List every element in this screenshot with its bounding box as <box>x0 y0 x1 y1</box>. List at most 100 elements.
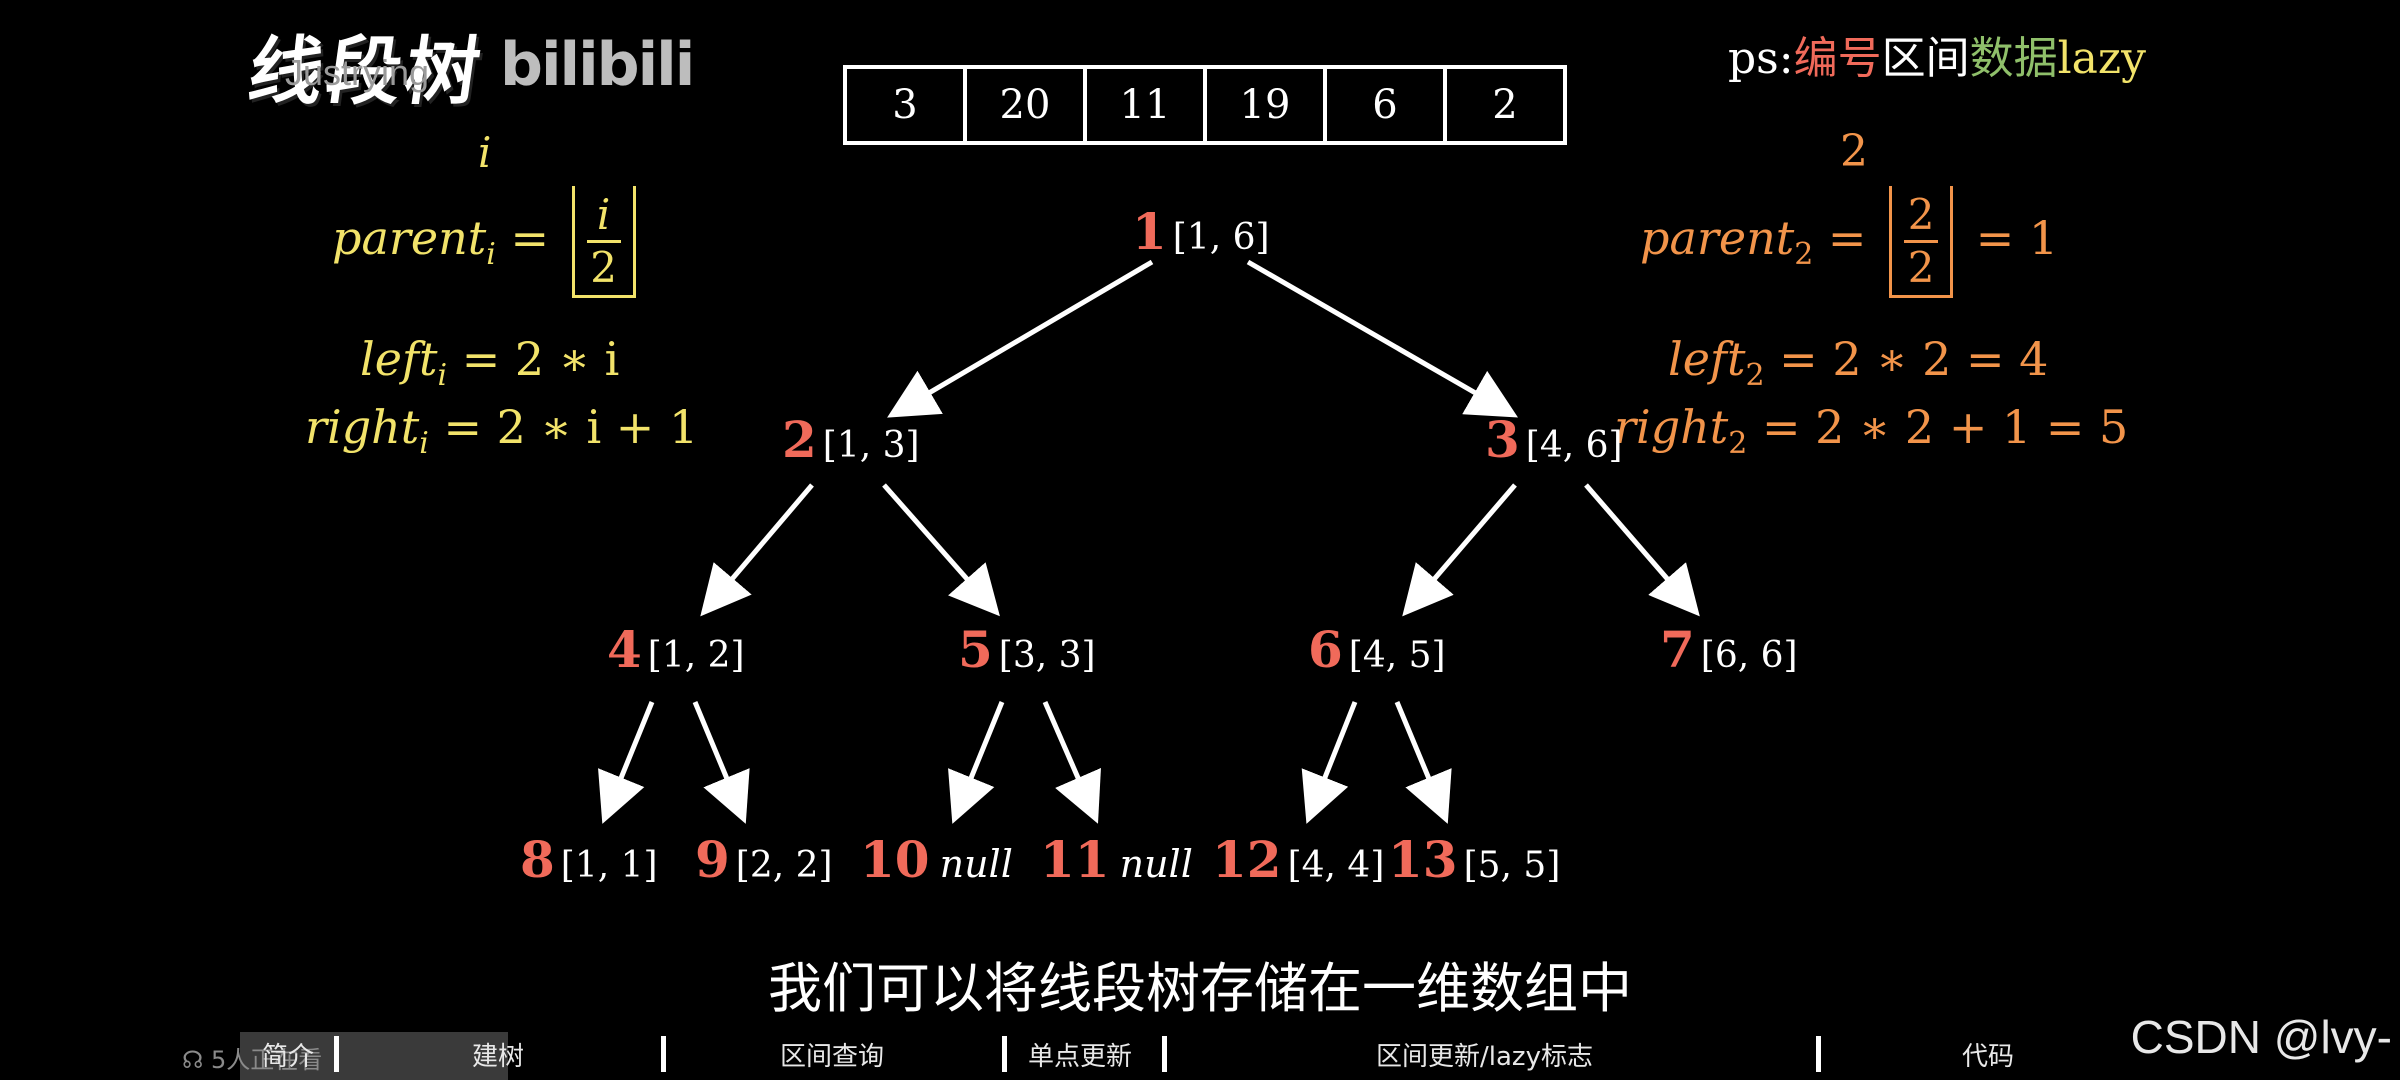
uploader-name: Justrying <box>285 52 430 93</box>
parent-result: = 1 <box>1975 211 2059 265</box>
node-range: [4, 6] <box>1525 425 1623 466</box>
floor-bracket: i 2 <box>571 186 636 298</box>
parent-sub: 2 <box>1794 237 1814 273</box>
chapter-intro[interactable]: 简介 <box>262 1042 315 1072</box>
chapter-divider <box>1162 1036 1167 1072</box>
tree-node-12: 12[4, 4] <box>1212 830 1384 889</box>
video-subtitle: 我们可以将线段树存储在一维数组中 <box>768 957 1632 1020</box>
array-cell: 2 <box>1492 82 1518 128</box>
formula-right-example: right2 = 2 ∗ 2 + 1 = 5 <box>1614 400 2128 461</box>
color-legend: ps:编号区间数据lazy <box>1728 22 2146 86</box>
tree-node-1: 1[1, 6] <box>1132 202 1270 261</box>
tree-node-9: 9[2, 2] <box>695 830 833 889</box>
right-sub: i <box>419 426 429 462</box>
chapter-code[interactable]: 代码 <box>1962 1042 2015 1072</box>
fraction-denominator: 2 <box>1907 243 1935 292</box>
fraction: 2 2 <box>1904 190 1939 293</box>
left-rhs: = 2 ∗ i <box>461 332 620 386</box>
chapter-point-update[interactable]: 单点更新 <box>1028 1042 1133 1072</box>
array-display: 3 20 11 19 6 2 <box>843 65 1567 145</box>
left-rhs: = 2 ∗ 2 = 4 <box>1779 332 2049 386</box>
viewer-count-text: 5人正在看 <box>210 1046 323 1074</box>
node-id: 12 <box>1212 830 1282 889</box>
node-range: [1, 3] <box>822 425 920 466</box>
node-id: 6 <box>1308 620 1343 679</box>
node-range: null <box>1119 842 1193 886</box>
edge-2-5 <box>882 483 1000 617</box>
legend-item-range: 区间 <box>1881 33 1970 84</box>
right-label: right <box>1614 400 1729 454</box>
node-id: 1 <box>1132 202 1167 261</box>
array-cell: 11 <box>1087 69 1207 141</box>
legend-item-id: 编号 <box>1793 33 1882 84</box>
chapter-divider <box>1002 1036 1007 1072</box>
person-icon: ☊ <box>182 1046 204 1074</box>
bilibili-logo: bilibili <box>500 30 695 100</box>
tree-node-8: 8[1, 1] <box>520 830 658 889</box>
edge-1-3 <box>1246 259 1518 418</box>
node-range: null <box>939 842 1013 886</box>
fraction-numerator: i <box>596 190 611 239</box>
node-range: [5, 5] <box>1463 845 1561 886</box>
left-label: left <box>1668 332 1746 386</box>
left-sub: i <box>437 358 448 394</box>
tree-node-4: 4[1, 2] <box>607 620 745 679</box>
csdn-watermark: CSDN @lvy- <box>2130 1011 2392 1063</box>
tree-node-7: 7[6, 6] <box>1660 620 1798 679</box>
node-id: 2 <box>782 410 817 469</box>
formula-left-general: lefti = 2 ∗ i <box>360 332 619 393</box>
node-id: 11 <box>1040 830 1110 889</box>
chapter-range-query[interactable]: 区间查询 <box>780 1042 885 1072</box>
legend-item-data: 数据 <box>1969 33 2058 84</box>
formula-left-example: left2 = 2 ∗ 2 = 4 <box>1668 332 2048 393</box>
edge-3-6 <box>1402 483 1517 617</box>
edge-4-8 <box>598 701 655 824</box>
node-range: [1, 6] <box>1172 217 1270 258</box>
parent-label: parent <box>1640 211 1795 265</box>
node-id: 13 <box>1388 830 1458 889</box>
node-id: 10 <box>860 830 930 889</box>
array-cell: 20 <box>967 69 1087 141</box>
parent-label: parent <box>332 211 487 265</box>
edge-1-2 <box>887 259 1154 418</box>
left-label: left <box>360 332 438 386</box>
formula-parent-general: parenti = i 2 <box>332 186 644 298</box>
formula-index-example: 2 <box>1840 126 1868 177</box>
edge-5-11 <box>1042 701 1101 824</box>
floor-bracket: 2 2 <box>1889 186 1954 298</box>
node-range: [4, 4] <box>1287 845 1385 886</box>
node-range: [1, 1] <box>560 845 658 886</box>
chapter-build[interactable]: 建树 <box>472 1042 525 1072</box>
edge-6-12 <box>1301 701 1358 824</box>
right-rhs: = 2 ∗ i + 1 <box>443 400 699 454</box>
right-rhs: = 2 ∗ 2 + 1 = 5 <box>1761 400 2129 454</box>
fraction-denominator: 2 <box>590 243 617 292</box>
tree-node-5: 5[3, 3] <box>958 620 1096 679</box>
array-cell: 6 <box>1327 69 1447 141</box>
edge-5-10 <box>948 701 1005 824</box>
chapter-range-update[interactable]: 区间更新/lazy标志 <box>1376 1042 1593 1072</box>
node-id: 8 <box>520 830 555 889</box>
edge-3-7 <box>1584 483 1700 617</box>
tree-node-6: 6[4, 5] <box>1308 620 1446 679</box>
node-id: 7 <box>1660 620 1695 679</box>
formula-parent-example: parent2 = 2 2 = 1 <box>1640 186 2058 298</box>
node-id: 9 <box>695 830 730 889</box>
chapter-highlight <box>240 1032 508 1080</box>
tree-node-2: 2[1, 3] <box>782 410 920 469</box>
node-id: 4 <box>607 620 642 679</box>
node-range: [6, 6] <box>1700 635 1798 676</box>
edge-4-9 <box>692 701 750 824</box>
formula-right-general: righti = 2 ∗ i + 1 <box>305 400 698 461</box>
tree-node-3: 3[4, 6] <box>1485 410 1623 469</box>
node-id: 5 <box>958 620 993 679</box>
edge-2-4 <box>700 483 814 617</box>
chapter-divider <box>1816 1036 1821 1072</box>
formula-index-general: i <box>478 128 492 177</box>
legend-prefix: ps: <box>1728 33 1794 84</box>
chapter-divider <box>661 1036 666 1072</box>
tree-node-13: 13[5, 5] <box>1388 830 1560 889</box>
